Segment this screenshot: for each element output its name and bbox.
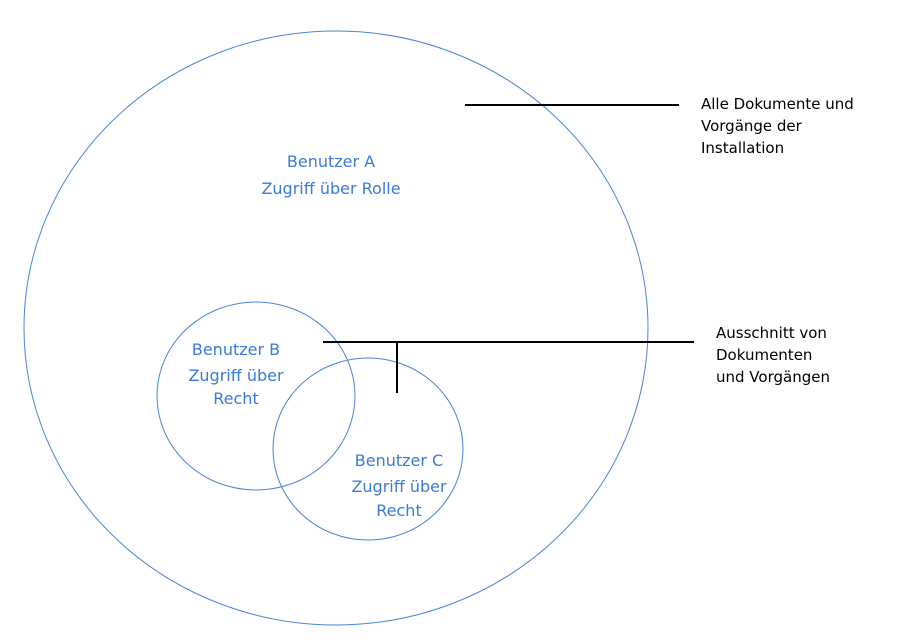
- circle-user-c: [272, 357, 464, 541]
- user-b-access: Zugriff über: [188, 366, 284, 385]
- callout-all-documents-line3: Installation: [701, 139, 784, 157]
- outer-circle-all-documents: [23, 30, 649, 626]
- callout-subset-line3: und Vorgängen: [716, 368, 830, 386]
- callout-all-documents-line2: Vorgänge der: [701, 117, 803, 135]
- user-b-right: Recht: [213, 389, 258, 408]
- callout-subset-line1: Ausschnitt von: [716, 324, 827, 342]
- callout-subset-line2: Dokumenten: [716, 346, 812, 364]
- user-c-right: Recht: [376, 501, 421, 520]
- user-c-access: Zugriff über: [351, 477, 447, 496]
- user-c-title: Benutzer C: [355, 451, 443, 470]
- callout-all-documents-line1: Alle Dokumente und: [701, 95, 854, 113]
- user-b-title: Benutzer B: [192, 340, 280, 359]
- user-a-title: Benutzer A: [287, 152, 375, 171]
- circle-user-b: [156, 301, 356, 491]
- user-a-access: Zugriff über Rolle: [261, 179, 400, 198]
